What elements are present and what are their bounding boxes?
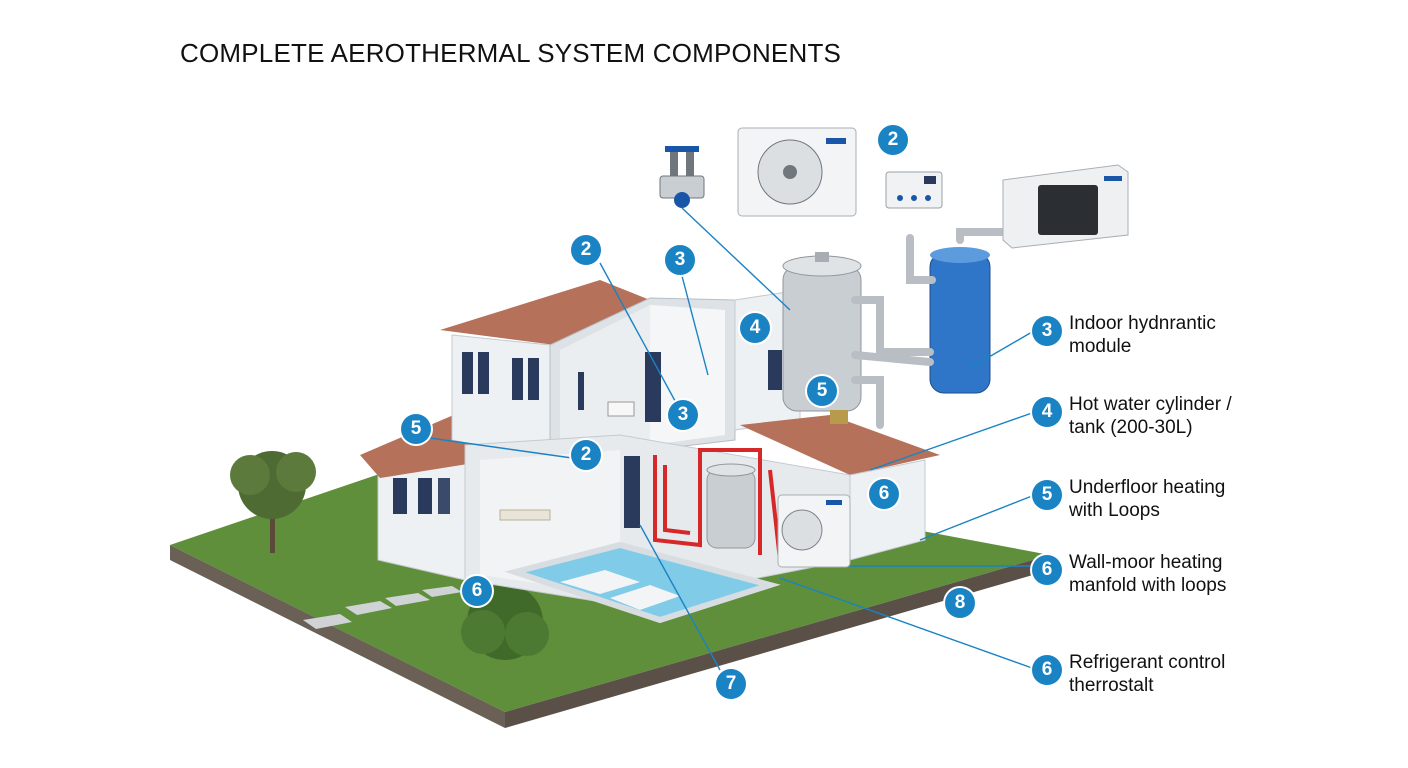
legend-label-line: tank (200-30L) (1069, 417, 1193, 438)
legend-label-line: Refrigerant control (1069, 652, 1226, 673)
legend-label-line: Indoor hydnrantic (1069, 313, 1216, 334)
legend-badge: 3 (1032, 316, 1062, 346)
legend-label: Hot water cylinder / tank (200-30L) (1069, 393, 1232, 439)
legend-item-underfloor-heating: 5 Underfloor heating with Loops (1032, 476, 1292, 536)
connecting-pipes (851, 228, 1014, 429)
legend-label-line: module (1069, 336, 1132, 357)
callout-badge: 3 (665, 245, 695, 275)
callout-badge: 6 (462, 576, 492, 606)
legend-badge: 6 (1032, 655, 1062, 685)
legend-label-line: manfold with loops (1069, 575, 1227, 596)
legend-label: Indoor hydnrantic module (1069, 312, 1216, 358)
callout-badge: 3 (668, 400, 698, 430)
legend-badge: 4 (1032, 397, 1062, 427)
house-upper-floor (440, 280, 650, 461)
legend-item-wall-heating-manifold: 6 Wall-moor heating manfold with loops (1032, 551, 1292, 611)
stepping-stones (303, 586, 462, 629)
valve-manifold (659, 146, 705, 208)
callout-badge: 7 (716, 669, 746, 699)
legend-label: Underfloor heating with Loops (1069, 476, 1225, 522)
legend-label-line: Hot water cylinder / (1069, 394, 1232, 415)
control-panel (885, 171, 943, 209)
olive-tree (230, 451, 316, 553)
legend-item-indoor-hydraulic-module: 3 Indoor hydnrantic module (1032, 312, 1292, 372)
legend-label-line: Wall-moor heating (1069, 552, 1223, 573)
legend-item-hot-water-cylinder: 4 Hot water cylinder / tank (200-30L) (1032, 393, 1292, 453)
leader-lines (429, 207, 1033, 671)
indoor-hot-water-cylinder (706, 463, 756, 549)
callout-badge: 5 (401, 414, 431, 444)
outdoor-unit-right (1002, 164, 1129, 249)
legend-label-line: with Loops (1069, 500, 1160, 521)
legend-label: Refrigerant control therrostalt (1069, 651, 1225, 697)
legend-badge: 5 (1032, 480, 1062, 510)
callout-badge: 2 (878, 125, 908, 155)
callout-badge: 2 (571, 440, 601, 470)
outdoor-unit-top (737, 127, 857, 217)
callout-badge: 8 (945, 588, 975, 618)
diagram-title: COMPLETE AEROTHERMAL SYSTEM COMPONENTS (180, 38, 842, 68)
callout-badge: 5 (807, 376, 837, 406)
callout-badge: 6 (869, 479, 899, 509)
legend-item-refrigerant-thermostat: 6 Refrigerant control therrostalt (1032, 651, 1292, 711)
legend-label-line: therrostalt (1069, 675, 1154, 696)
legend-label-line: Underfloor heating (1069, 477, 1226, 498)
legend-label: Wall-moor heating manfold with loops (1069, 551, 1226, 597)
indoor-hydraulic-module (929, 247, 991, 394)
legend-badge: 6 (1032, 555, 1062, 585)
outdoor-heat-pump-unit (777, 494, 851, 568)
callout-badge: 4 (740, 313, 770, 343)
swimming-pool (504, 541, 781, 624)
hot-water-cylinder (782, 252, 862, 424)
callout-badge: 2 (571, 235, 601, 265)
